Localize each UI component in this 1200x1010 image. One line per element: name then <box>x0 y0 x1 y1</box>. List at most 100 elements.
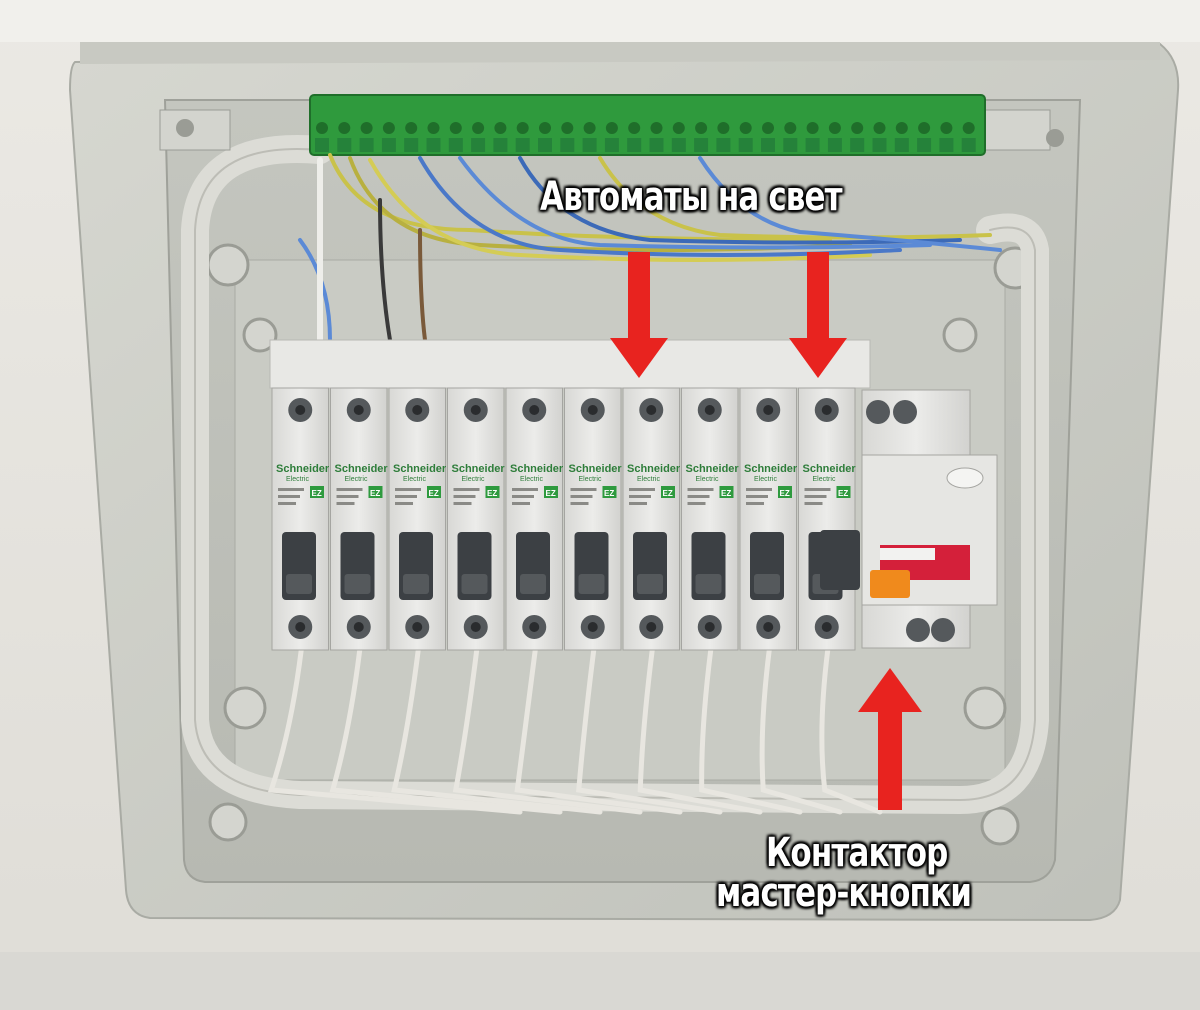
light-breakers-label: Автоматы на свет <box>540 174 843 220</box>
svg-text:Electric: Electric <box>345 476 368 483</box>
contactor-label-line1: Контактор <box>766 830 948 876</box>
bus-socket <box>716 138 731 152</box>
brand-logo: Schneider <box>744 463 798 475</box>
bus-screw <box>516 122 529 134</box>
ez-badge <box>836 486 851 498</box>
svg-text:EZ: EZ <box>312 489 322 498</box>
bus-socket <box>872 138 887 152</box>
svg-text:Electric: Electric <box>462 476 485 483</box>
ez-badge <box>544 486 558 498</box>
bus-socket <box>515 138 530 152</box>
bus-screw <box>918 122 931 134</box>
bus-socket <box>961 138 976 152</box>
bus-screw <box>962 122 975 134</box>
bus-screw <box>316 122 328 134</box>
bus-socket <box>381 138 396 152</box>
bus-socket <box>359 138 374 152</box>
bus-socket <box>627 138 642 152</box>
bus-socket <box>582 138 597 152</box>
bus-screw <box>873 122 886 134</box>
rcd-module <box>820 389 998 649</box>
svg-text:Electric: Electric <box>286 476 309 483</box>
bus-socket <box>649 138 664 152</box>
top-border <box>0 0 1200 42</box>
bus-socket <box>783 138 798 152</box>
bus-screw <box>940 122 953 134</box>
bus-screw <box>650 122 663 134</box>
enclosure-top-lid <box>80 42 1160 64</box>
bus-screw <box>382 122 395 134</box>
bus-socket <box>939 138 954 152</box>
bus-screw <box>828 122 841 134</box>
svg-text:Electric: Electric <box>696 476 719 483</box>
brand-logo: Schneider <box>627 463 681 475</box>
bus-screw <box>360 122 373 134</box>
svg-text:EZ: EZ <box>721 489 731 498</box>
bus-screw <box>405 122 418 134</box>
bus-socket <box>827 138 842 152</box>
brand-logo: Schneider <box>276 463 330 475</box>
bus-screw <box>851 122 864 134</box>
output-wire <box>576 647 723 815</box>
bus-socket <box>471 138 486 152</box>
bus-socket <box>337 138 352 152</box>
bus-screw <box>628 122 641 134</box>
svg-text:EZ: EZ <box>663 489 673 498</box>
din-rail-cover <box>269 339 871 389</box>
bus-socket <box>917 138 932 152</box>
bus-socket <box>694 138 709 152</box>
bus-socket <box>671 138 686 152</box>
arrow-light-breaker-right <box>789 252 847 378</box>
bus-screw <box>895 122 908 134</box>
bus-socket <box>448 138 463 152</box>
output-wire <box>819 647 883 815</box>
arrow-light-breaker-left <box>610 252 668 378</box>
bus-screw <box>427 122 440 134</box>
svg-text:EZ: EZ <box>838 489 848 498</box>
bus-screw <box>784 122 797 134</box>
arrow-contactor-up <box>858 668 922 810</box>
svg-text:EZ: EZ <box>487 489 497 498</box>
bus-socket <box>805 138 820 152</box>
svg-text:EZ: EZ <box>546 489 556 498</box>
bus-socket <box>493 138 508 152</box>
contactor-label-line2: мастер-кнопки <box>716 870 972 916</box>
bus-screw <box>561 122 574 134</box>
bus-socket <box>738 138 753 152</box>
bus-screw <box>539 122 551 134</box>
svg-text:Electric: Electric <box>403 476 426 483</box>
bus-socket <box>538 138 552 152</box>
bus-screw <box>739 122 752 134</box>
bus-screw <box>338 122 351 134</box>
bus-socket <box>404 138 419 152</box>
bus-screw <box>717 122 730 134</box>
svg-text:EZ: EZ <box>370 489 380 498</box>
ez-badge <box>602 486 617 498</box>
svg-text:EZ: EZ <box>429 489 439 498</box>
svg-text:EZ: EZ <box>780 489 790 498</box>
bus-screw <box>762 122 774 134</box>
svg-text:EZ: EZ <box>604 489 614 498</box>
bus-screw <box>472 122 485 134</box>
brand-logo: Schneider <box>686 463 740 475</box>
ez-badge <box>368 486 383 498</box>
brand-logo: Schneider <box>803 463 857 475</box>
svg-text:Electric: Electric <box>637 476 660 483</box>
bus-screw <box>605 122 618 134</box>
bus-socket <box>560 138 575 152</box>
output-wire <box>329 647 563 815</box>
bus-screw <box>494 122 507 134</box>
bus-socket <box>850 138 865 152</box>
output-wire <box>452 647 643 815</box>
